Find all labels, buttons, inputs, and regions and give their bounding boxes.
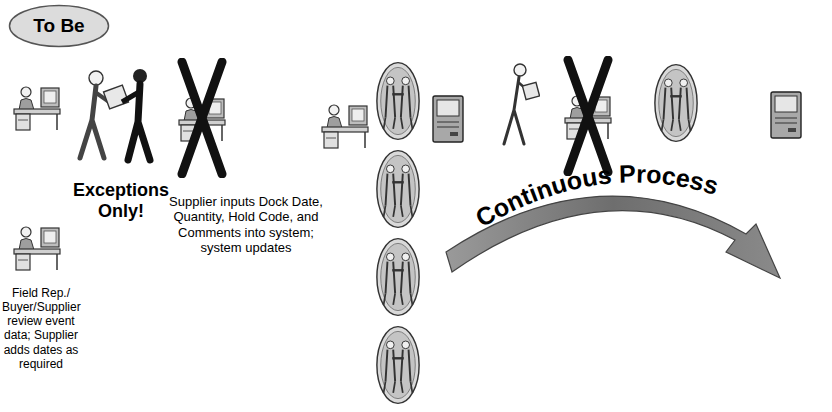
- step-note: Field Rep./ Buyer/Supplier review event …: [2, 286, 80, 371]
- handshake-circle: [377, 239, 419, 316]
- curved-text: Continuous Process: [471, 159, 722, 232]
- handshake-circle: [377, 327, 419, 404]
- step-note: Supplier inputs Dock Date, Quantity, Hol…: [166, 194, 326, 255]
- desk-worker: [322, 105, 368, 148]
- node-title: To Be: [33, 15, 84, 37]
- desk-worker: [14, 87, 60, 130]
- curved-label: Continuous Process: [471, 159, 722, 232]
- crossed-out-desk: [565, 60, 611, 172]
- handshake-circle: [655, 65, 697, 142]
- computer-terminal: [771, 92, 801, 138]
- ellipse-badge: To Be: [8, 4, 110, 48]
- handshake-circle: [377, 63, 419, 140]
- crossed-out-desk: [179, 62, 225, 174]
- box-carrier: [504, 64, 540, 144]
- handoff-figures: [80, 69, 150, 160]
- computer-terminal: [433, 96, 463, 142]
- desk-worker: [14, 227, 60, 270]
- handshake-circle: [377, 151, 419, 228]
- emphasis-note: Exceptions Only!: [72, 180, 170, 222]
